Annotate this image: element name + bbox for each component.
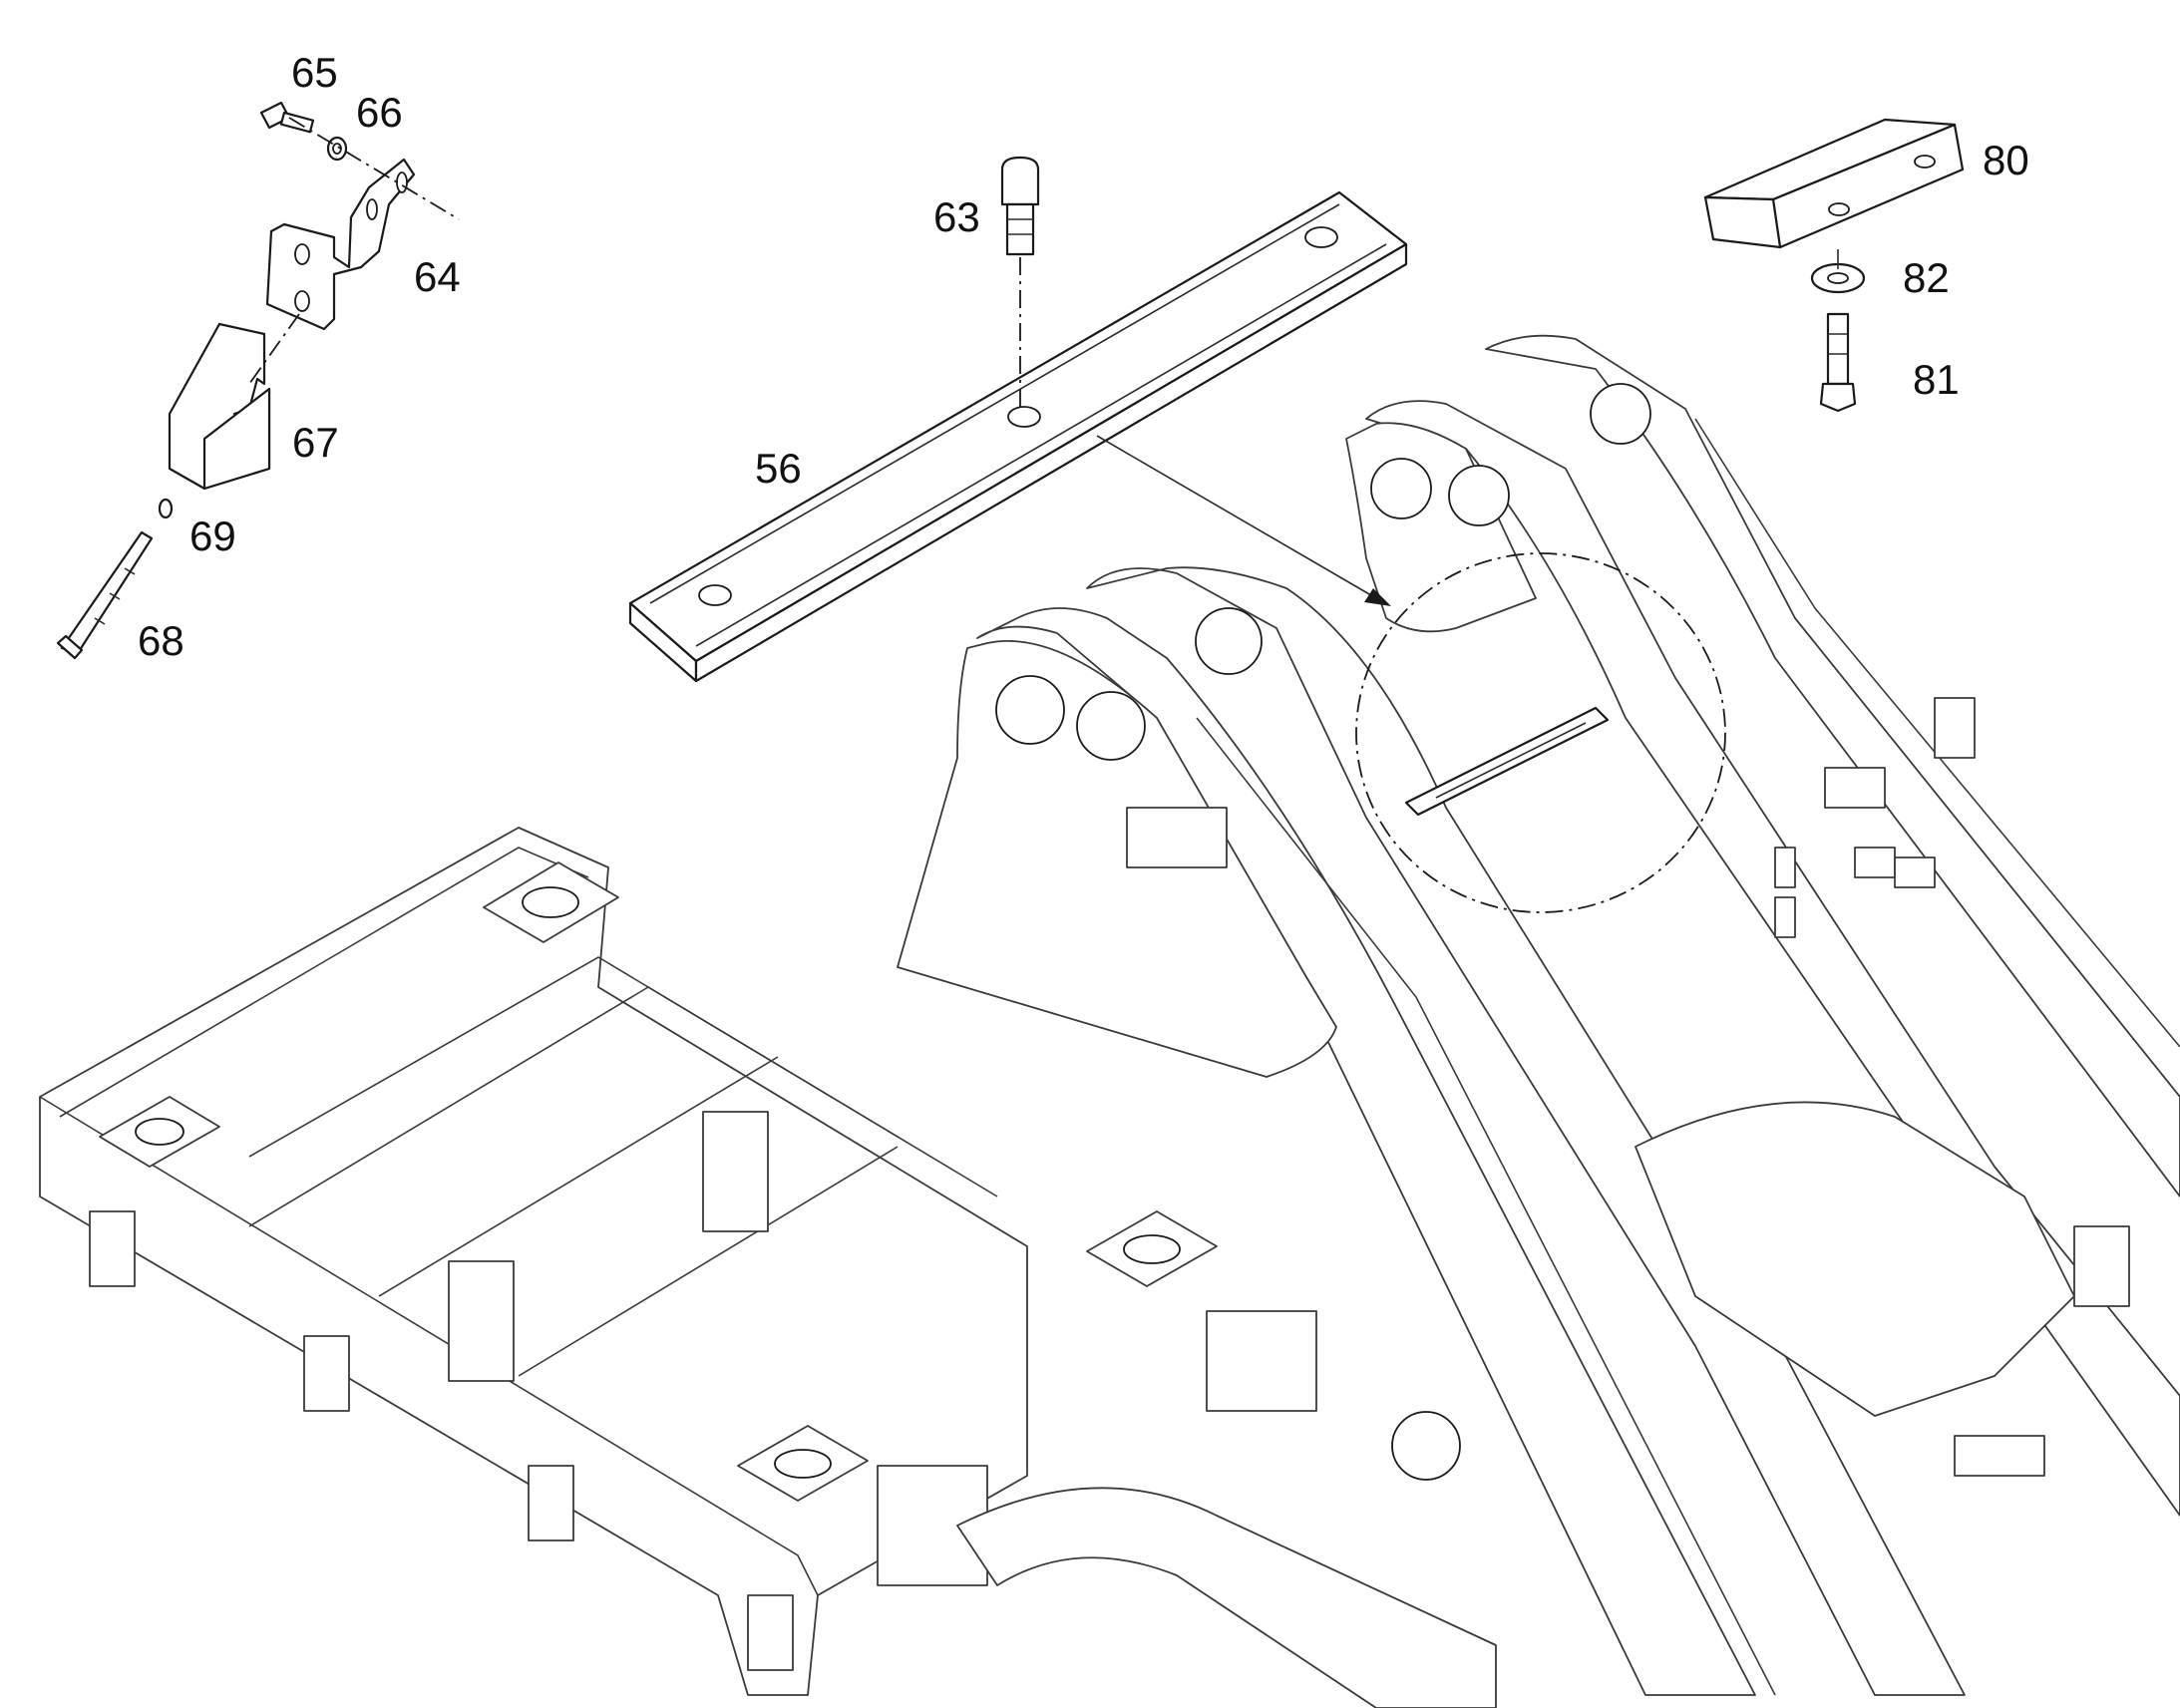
label-part-65: 65 [291, 49, 338, 96]
part-67-shield [168, 313, 300, 491]
label-part-64: 64 [414, 253, 461, 300]
part-80-pad [1703, 118, 1965, 249]
label-part-69: 69 [189, 512, 236, 559]
part-65-bolt [259, 101, 315, 134]
part-56-leader-arrow [1096, 435, 1391, 606]
label-part-67: 67 [292, 419, 339, 466]
label-part-68: 68 [138, 617, 184, 664]
label-part-81: 81 [1913, 356, 1960, 403]
label-part-82: 82 [1903, 254, 1950, 301]
part-56-bar [628, 190, 1408, 683]
part-66-washer [326, 136, 348, 162]
label-part-63: 63 [933, 193, 980, 240]
part-69-washer [158, 498, 174, 519]
label-part-56: 56 [755, 445, 802, 492]
main-frame-assembly [39, 334, 2180, 1708]
label-part-66: 66 [356, 89, 403, 136]
part-68-long-bolt [56, 530, 154, 660]
label-part-80: 80 [1983, 137, 2029, 183]
part-63-cap-screw [1000, 156, 1040, 409]
part-82-washer [1810, 262, 1866, 294]
part-81-bolt [1819, 249, 1857, 413]
part-64-bracket [265, 117, 460, 331]
